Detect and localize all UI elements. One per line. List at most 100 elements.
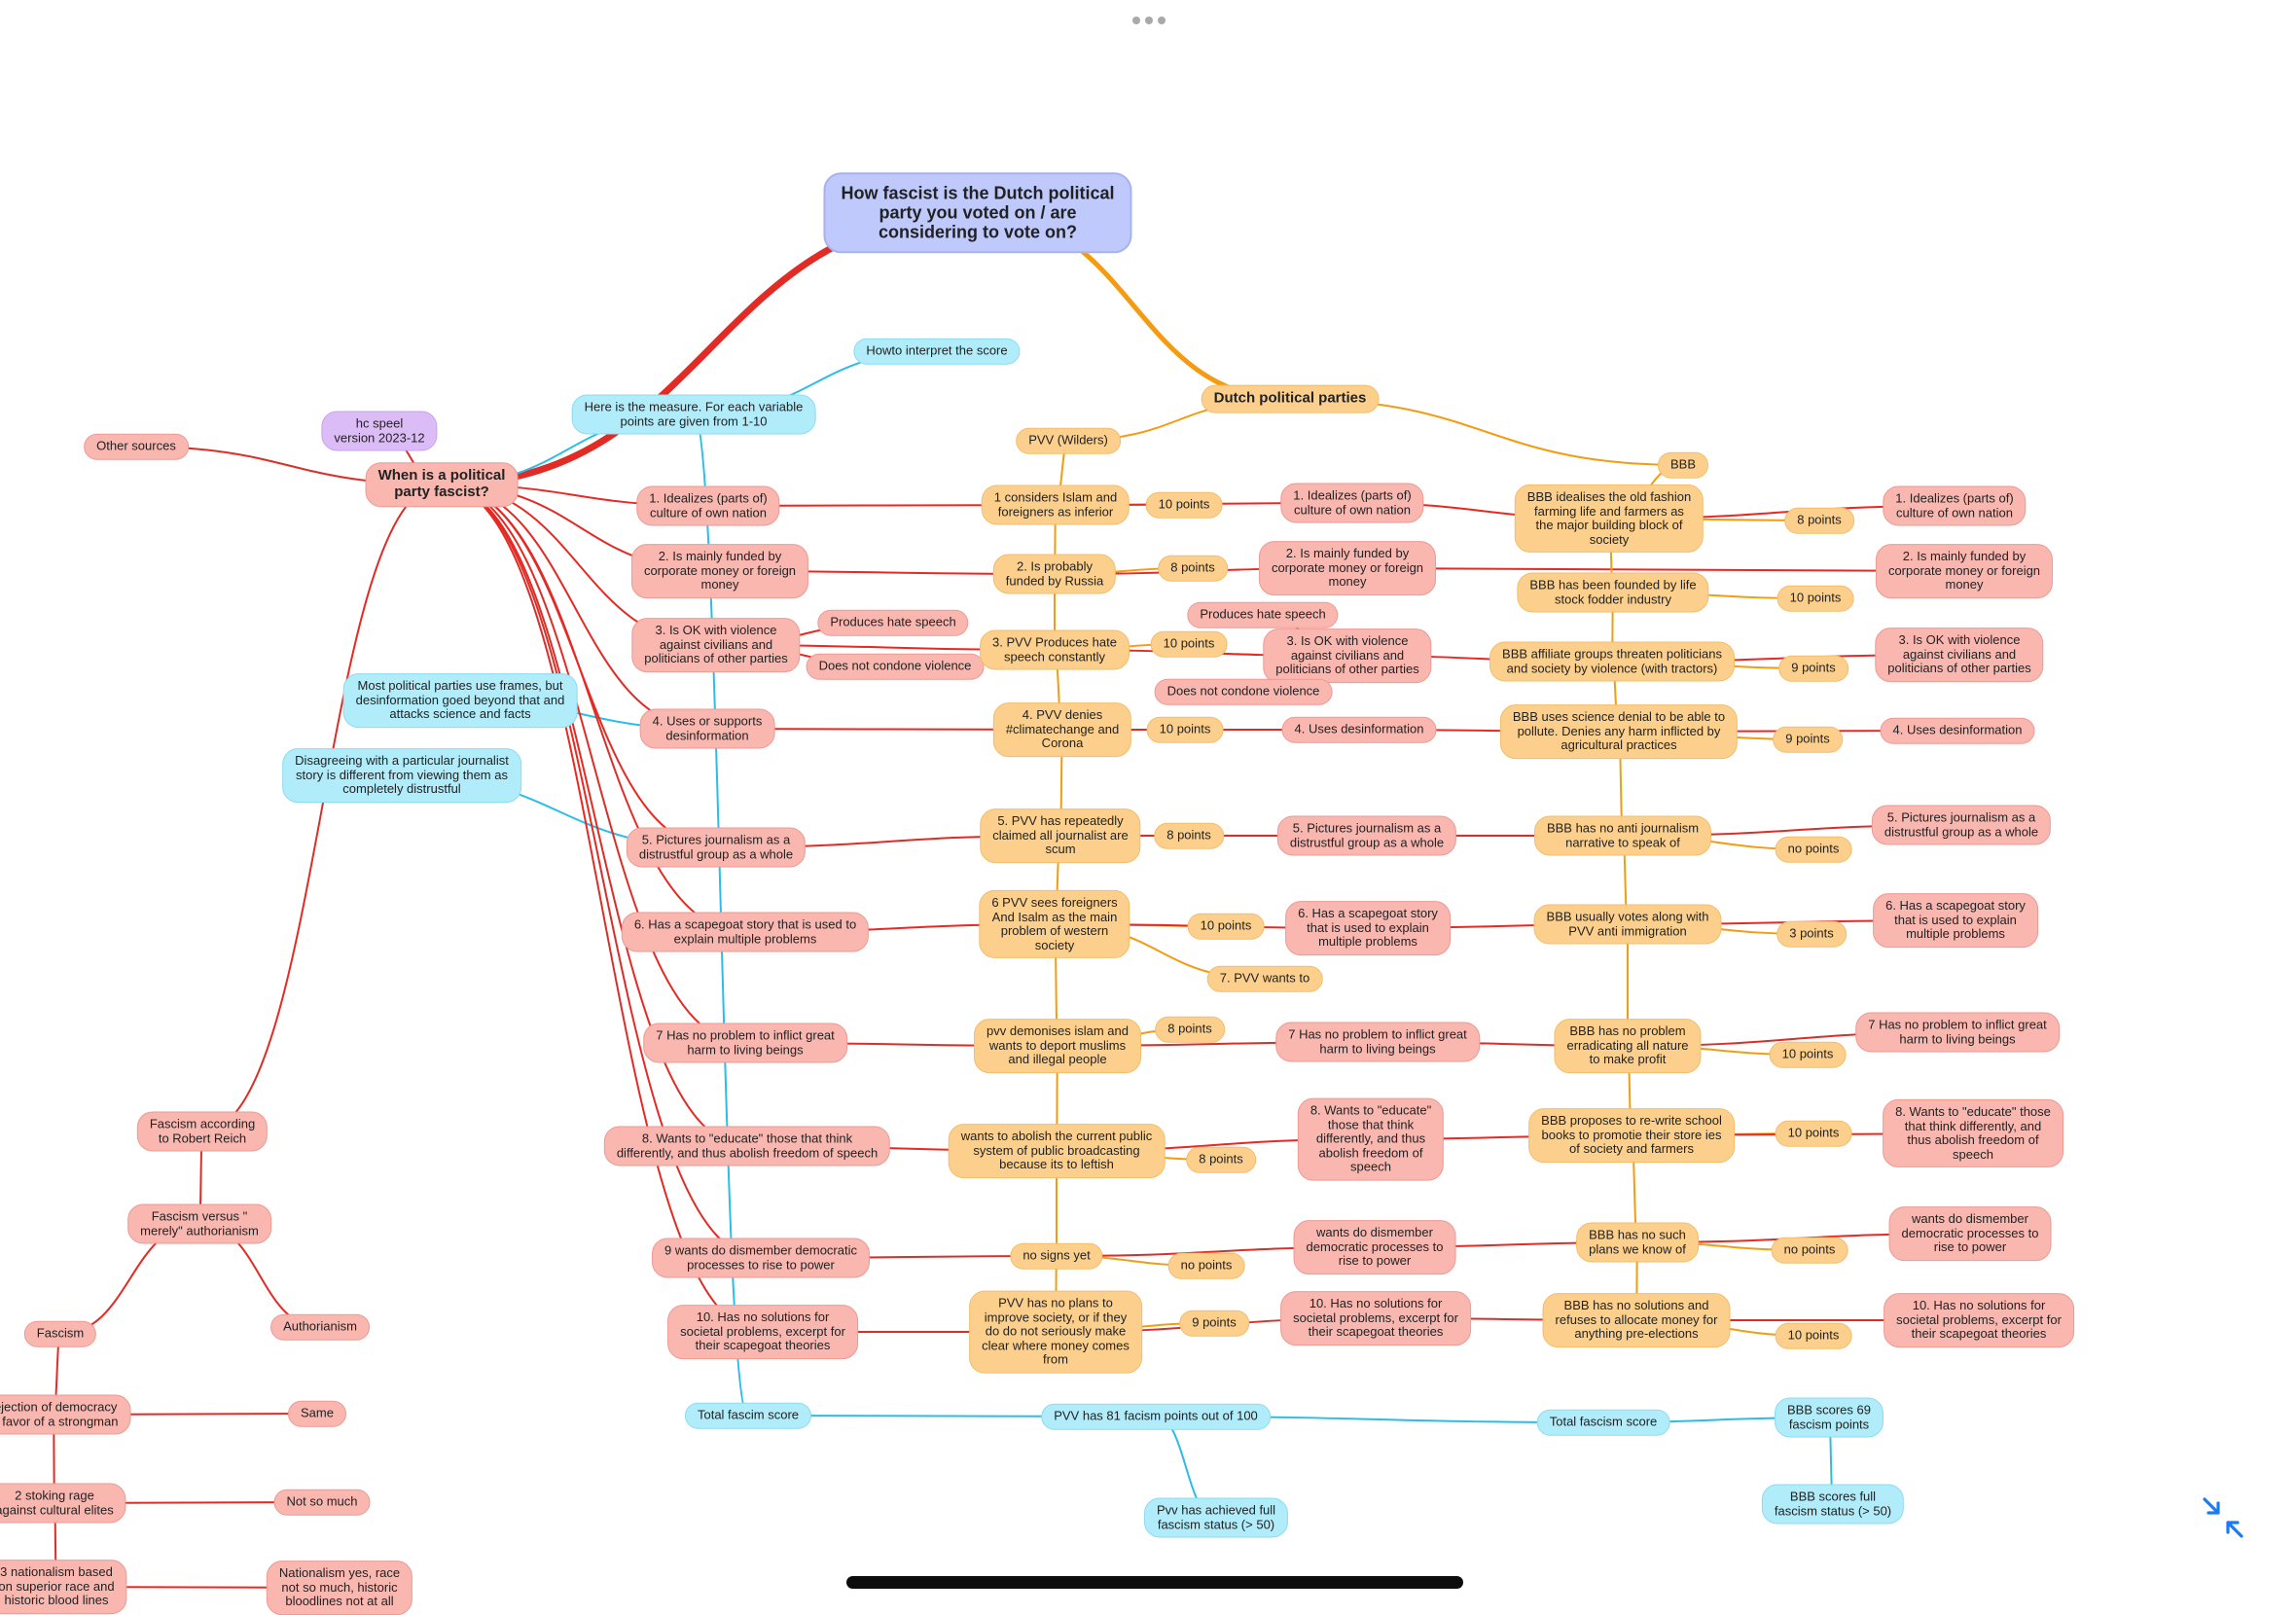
node-disagree[interactable]: Disagreeing with a particular journalist…: [282, 748, 521, 803]
node-versus[interactable]: Fascism versus "merely" authorianism: [127, 1203, 271, 1244]
node-bbb[interactable]: BBB: [1657, 451, 1709, 479]
node-ps7[interactable]: 8 points: [1155, 1016, 1225, 1043]
node-c3a[interactable]: Produces hate speech: [817, 609, 969, 636]
node-other[interactable]: Other sources: [84, 433, 189, 460]
node-dutch[interactable]: Dutch political parties: [1201, 384, 1380, 413]
node-ps2[interactable]: 8 points: [1158, 555, 1228, 582]
node-ps3[interactable]: 10 points: [1150, 630, 1228, 658]
node-p7b[interactable]: 7. PVV wants to: [1206, 965, 1323, 992]
node-m4[interactable]: 4. Uses desinformation: [1281, 716, 1437, 743]
node-notmuch[interactable]: Not so much: [273, 1489, 371, 1516]
node-bbbtotal[interactable]: Total fascism score: [1536, 1409, 1670, 1436]
node-m1[interactable]: 1. Idealizes (parts of)culture of own na…: [1280, 483, 1424, 523]
node-ps4[interactable]: 10 points: [1146, 716, 1224, 743]
node-auth[interactable]: Authorianism: [270, 1313, 370, 1341]
node-n1[interactable]: 1. Idealizes (parts of)culture of own na…: [1883, 485, 2027, 526]
node-bs10[interactable]: 10 points: [1775, 1322, 1852, 1349]
node-bs6[interactable]: 3 points: [1776, 920, 1847, 948]
node-bs3[interactable]: 9 points: [1778, 655, 1848, 682]
node-ps5[interactable]: 8 points: [1154, 822, 1224, 849]
node-bs5[interactable]: no points: [1775, 836, 1852, 863]
node-same[interactable]: Same: [288, 1400, 346, 1427]
node-m3a[interactable]: Produces hate speech: [1187, 601, 1339, 628]
node-ps10[interactable]: 9 points: [1179, 1310, 1249, 1337]
node-b3[interactable]: BBB affiliate groups threaten politician…: [1489, 641, 1735, 682]
node-n4[interactable]: 4. Uses desinformation: [1880, 717, 2035, 744]
node-pvvscore[interactable]: PVV has 81 facism points out of 100: [1041, 1403, 1271, 1430]
node-fascism[interactable]: Fascism: [23, 1320, 97, 1347]
node-ps9[interactable]: no points: [1167, 1252, 1245, 1279]
node-c1[interactable]: 1. Idealizes (parts of)culture of own na…: [636, 485, 780, 526]
node-p9[interactable]: no signs yet: [1010, 1242, 1103, 1270]
ellipsis-icon[interactable]: [1132, 17, 1166, 24]
node-bs4[interactable]: 9 points: [1773, 726, 1843, 753]
node-ps8[interactable]: 8 points: [1186, 1146, 1256, 1173]
node-c6[interactable]: 6. Has a scapegoat story that is used to…: [621, 912, 870, 952]
node-m3b[interactable]: Does not condone violence: [1154, 678, 1333, 705]
node-bs2[interactable]: 10 points: [1776, 585, 1854, 612]
node-total[interactable]: Total fascim score: [684, 1402, 812, 1429]
node-howto[interactable]: Howto interpret the score: [853, 338, 1021, 365]
node-ps1[interactable]: 10 points: [1145, 491, 1223, 519]
node-pvv[interactable]: PVV (Wilders): [1016, 427, 1121, 454]
node-bs9[interactable]: no points: [1771, 1237, 1848, 1264]
node-bs8[interactable]: 10 points: [1775, 1120, 1852, 1147]
node-bs1[interactable]: 8 points: [1784, 507, 1854, 534]
